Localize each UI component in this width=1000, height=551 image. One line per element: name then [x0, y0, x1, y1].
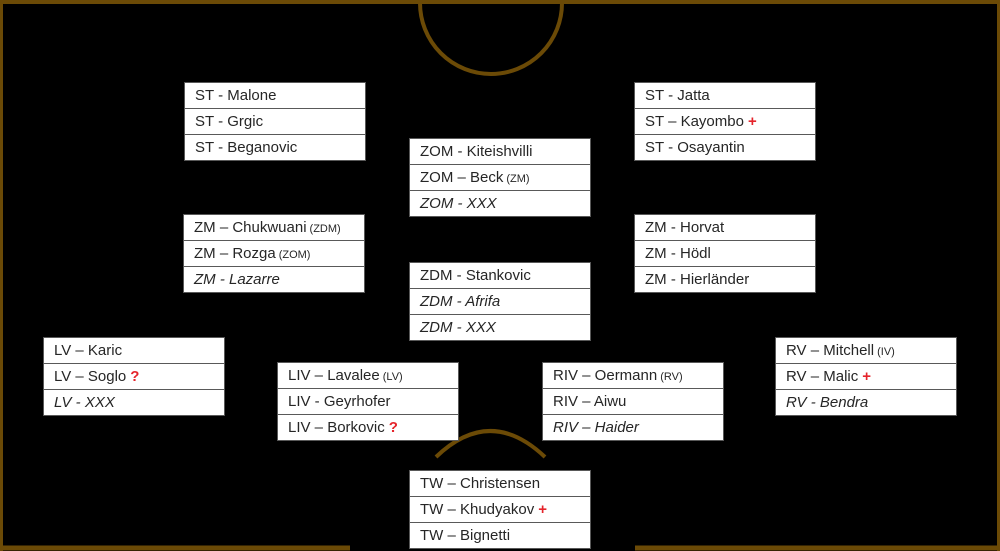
player-row: ZM - Horvat — [635, 215, 815, 241]
player-row: LV – Soglo? — [44, 364, 224, 390]
player-row: ZOM - Kiteishvilli — [410, 139, 590, 165]
player-row: TW – Bignetti — [410, 523, 590, 548]
player-label: LIV – Lavalee — [288, 367, 380, 384]
player-row: ZM - Hödl — [635, 241, 815, 267]
player-row: ZDM - Afrifa — [410, 289, 590, 315]
player-label: ST - Osayantin — [645, 139, 745, 156]
player-label: ZM - Horvat — [645, 219, 725, 236]
player-label: ZOM - XXX — [420, 195, 497, 212]
player-row: ZM – Rozga(ZOM) — [184, 241, 364, 267]
player-note: (ZOM) — [278, 249, 311, 261]
player-row: ZOM - XXX — [410, 191, 590, 216]
player-row: RIV – Oermann(RV) — [543, 363, 723, 389]
player-label: LV – Soglo — [54, 368, 127, 385]
player-row: ZDM - XXX — [410, 315, 590, 340]
player-row: ZM – Chukwuani(ZDM) — [184, 215, 364, 241]
player-label: ST – Kayombo — [645, 113, 744, 130]
player-label: RV – Malic — [786, 368, 859, 385]
player-note: (RV) — [660, 371, 683, 383]
status-mark: ? — [130, 368, 140, 385]
player-row: ST - Jatta — [635, 83, 815, 109]
centre-circle — [418, 0, 564, 76]
player-label: ZM - Hödl — [645, 245, 711, 262]
player-row: RV - Bendra — [776, 390, 956, 415]
player-label: ZOM – Beck — [420, 169, 504, 186]
player-row: LIV – Lavalee(LV) — [278, 363, 458, 389]
player-label: ST - Jatta — [645, 87, 710, 104]
penalty-arc — [434, 429, 547, 459]
player-row: RIV – Aiwu — [543, 389, 723, 415]
position-box-lv: LV – Karic LV – Soglo? LV - XXX — [43, 337, 225, 416]
player-label: ZDM - Stankovic — [420, 267, 531, 284]
player-label: RV – Mitchell — [786, 342, 875, 359]
status-mark: ? — [388, 419, 398, 436]
player-row: ZDM - Stankovic — [410, 263, 590, 289]
player-row: ST - Malone — [185, 83, 365, 109]
player-label: RIV – Aiwu — [553, 393, 627, 410]
position-box-st-left: ST - Malone ST - Grgic ST - Beganovic — [184, 82, 366, 161]
position-box-liv: LIV – Lavalee(LV) LIV - Geyrhofer LIV – … — [277, 362, 459, 441]
player-label: TW – Khudyakov — [420, 501, 535, 518]
player-row: LIV – Borkovic? — [278, 415, 458, 440]
status-mark: + — [747, 113, 757, 130]
position-box-st-right: ST - Jatta ST – Kayombo+ ST - Osayantin — [634, 82, 816, 161]
player-label: LV – Karic — [54, 342, 123, 359]
player-row: ZM - Lazarre — [184, 267, 364, 292]
player-label: ST - Beganovic — [195, 139, 298, 156]
player-row: ZM - Hierländer — [635, 267, 815, 292]
status-mark: + — [862, 368, 872, 385]
player-row: LV – Karic — [44, 338, 224, 364]
player-note: (ZM) — [506, 173, 530, 185]
player-label: TW – Bignetti — [420, 527, 511, 544]
player-label: ZM - Lazarre — [194, 271, 280, 288]
player-label: ZM - Hierländer — [645, 271, 750, 288]
player-label: ZOM - Kiteishvilli — [420, 143, 533, 160]
player-row: LIV - Geyrhofer — [278, 389, 458, 415]
player-row: RV – Mitchell(IV) — [776, 338, 956, 364]
position-box-zm-right: ZM - Horvat ZM - Hödl ZM - Hierländer — [634, 214, 816, 293]
player-label: ST - Malone — [195, 87, 277, 104]
player-row: ST - Osayantin — [635, 135, 815, 160]
position-box-riv: RIV – Oermann(RV) RIV – Aiwu RIV – Haide… — [542, 362, 724, 441]
player-note: (IV) — [877, 346, 895, 358]
player-label: RIV – Oermann — [553, 367, 658, 384]
position-box-rv: RV – Mitchell(IV) RV – Malic+ RV - Bendr… — [775, 337, 957, 416]
position-box-zdm: ZDM - Stankovic ZDM - Afrifa ZDM - XXX — [409, 262, 591, 341]
player-label: ZM – Rozga — [194, 245, 276, 262]
player-note: (LV) — [382, 371, 403, 383]
player-label: RV - Bendra — [786, 394, 869, 411]
position-box-zom: ZOM - Kiteishvilli ZOM – Beck(ZM) ZOM - … — [409, 138, 591, 217]
player-label: ST - Grgic — [195, 113, 264, 130]
player-row: TW – Christensen — [410, 471, 590, 497]
player-row: ST - Beganovic — [185, 135, 365, 160]
player-row: ST - Grgic — [185, 109, 365, 135]
player-label: RIV – Haider — [553, 419, 639, 436]
player-label: LIV – Borkovic — [288, 419, 385, 436]
player-row: TW – Khudyakov+ — [410, 497, 590, 523]
player-row: ZOM – Beck(ZM) — [410, 165, 590, 191]
position-box-tw: TW – Christensen TW – Khudyakov+ TW – Bi… — [409, 470, 591, 549]
player-row: RIV – Haider — [543, 415, 723, 440]
player-label: LV - XXX — [54, 394, 115, 411]
player-label: ZDM - Afrifa — [420, 293, 501, 310]
player-label: ZM – Chukwuani — [194, 219, 307, 236]
player-row: RV – Malic+ — [776, 364, 956, 390]
player-row: LV - XXX — [44, 390, 224, 415]
player-note: (ZDM) — [309, 223, 341, 235]
player-label: LIV - Geyrhofer — [288, 393, 391, 410]
player-label: TW – Christensen — [420, 475, 541, 492]
status-mark: + — [538, 501, 547, 518]
position-box-zm-left: ZM – Chukwuani(ZDM) ZM – Rozga(ZOM) ZM -… — [183, 214, 365, 293]
player-label: ZDM - XXX — [420, 319, 496, 336]
player-row: ST – Kayombo+ — [635, 109, 815, 135]
